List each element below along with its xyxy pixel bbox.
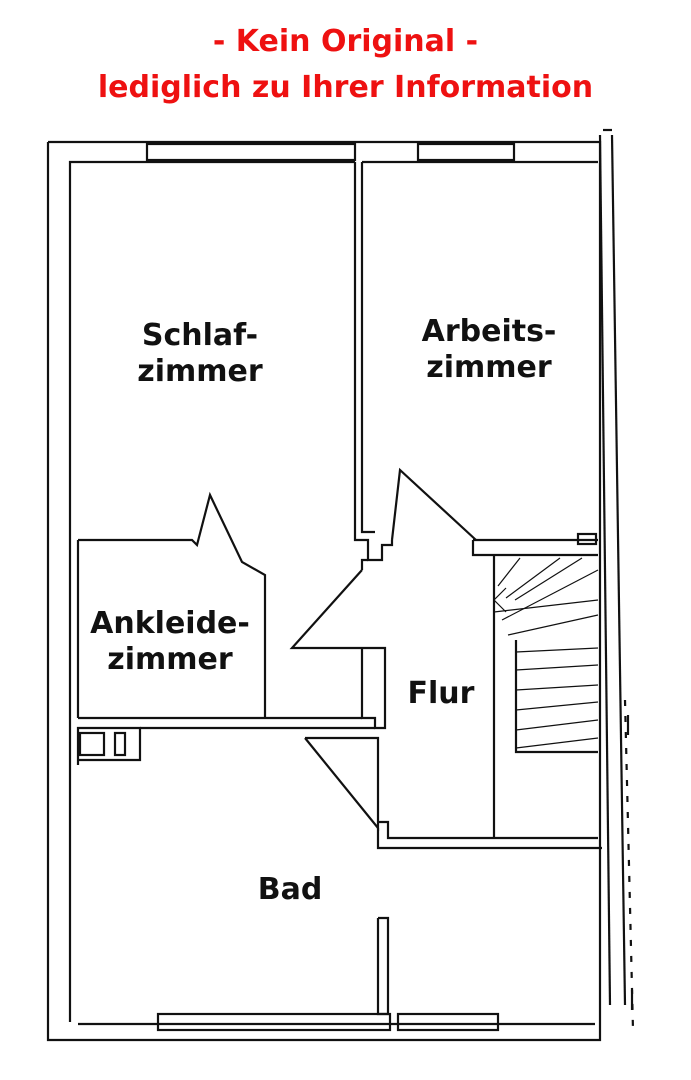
window-top-left <box>145 142 357 162</box>
outer-wall-inner <box>68 160 355 1022</box>
wall-schlaf-arbeits-inner <box>360 162 375 534</box>
door-swing-bad <box>304 736 380 832</box>
room-arbeitszimmer-line2: zimmer <box>426 350 552 385</box>
shaft-2 <box>113 731 127 757</box>
room-schlafzimmer-line1: Schlaf- <box>141 318 259 353</box>
window-bottom-left <box>156 1012 392 1032</box>
room-ankleidezimmer-line1: Ankleide- <box>90 606 250 641</box>
door-swing-schlaf <box>289 569 363 650</box>
facade-line-2 <box>610 134 627 1006</box>
wall-flur-left-upper <box>360 558 368 570</box>
wall-schlaf-arbeits <box>353 162 394 562</box>
wall-arbeits-bottom <box>471 540 598 557</box>
chimney-small <box>576 532 598 546</box>
room-flur: Flur <box>396 676 486 712</box>
wall-ankleide-top <box>78 491 267 718</box>
window-bottom-right <box>396 1012 500 1032</box>
outer-wall-outer <box>46 140 602 1042</box>
room-bad-line1: Bad <box>257 872 323 907</box>
room-schlafzimmer-line2: zimmer <box>137 354 263 389</box>
shaft-1 <box>78 731 106 757</box>
wall-flur-bottom <box>378 820 598 840</box>
room-bad: Bad <box>240 872 340 908</box>
room-arbeitszimmer: Arbeits- zimmer <box>408 314 570 386</box>
facade-line-1 <box>598 134 612 1006</box>
room-ankleidezimmer-line2: zimmer <box>107 642 233 677</box>
room-schlafzimmer: Schlaf- zimmer <box>120 318 280 390</box>
room-ankleidezimmer: Ankleide- zimmer <box>80 606 260 678</box>
wall-bad-partition <box>376 916 390 1016</box>
wall-flur-left <box>360 646 387 730</box>
disclaimer-line-1: - Kein Original - <box>212 24 479 59</box>
room-arbeitszimmer-line1: Arbeits- <box>421 314 557 349</box>
stairs-inner <box>514 640 598 754</box>
stairs-treads <box>493 557 599 749</box>
wall-flur-bottom-inner <box>376 828 602 850</box>
disclaimer-line-2: lediglich zu Ihrer Information <box>97 70 594 105</box>
door-swing-arbeits <box>390 467 477 541</box>
room-flur-line1: Flur <box>407 676 475 711</box>
facade-line-3 <box>623 699 635 1031</box>
window-top-right <box>416 142 516 162</box>
